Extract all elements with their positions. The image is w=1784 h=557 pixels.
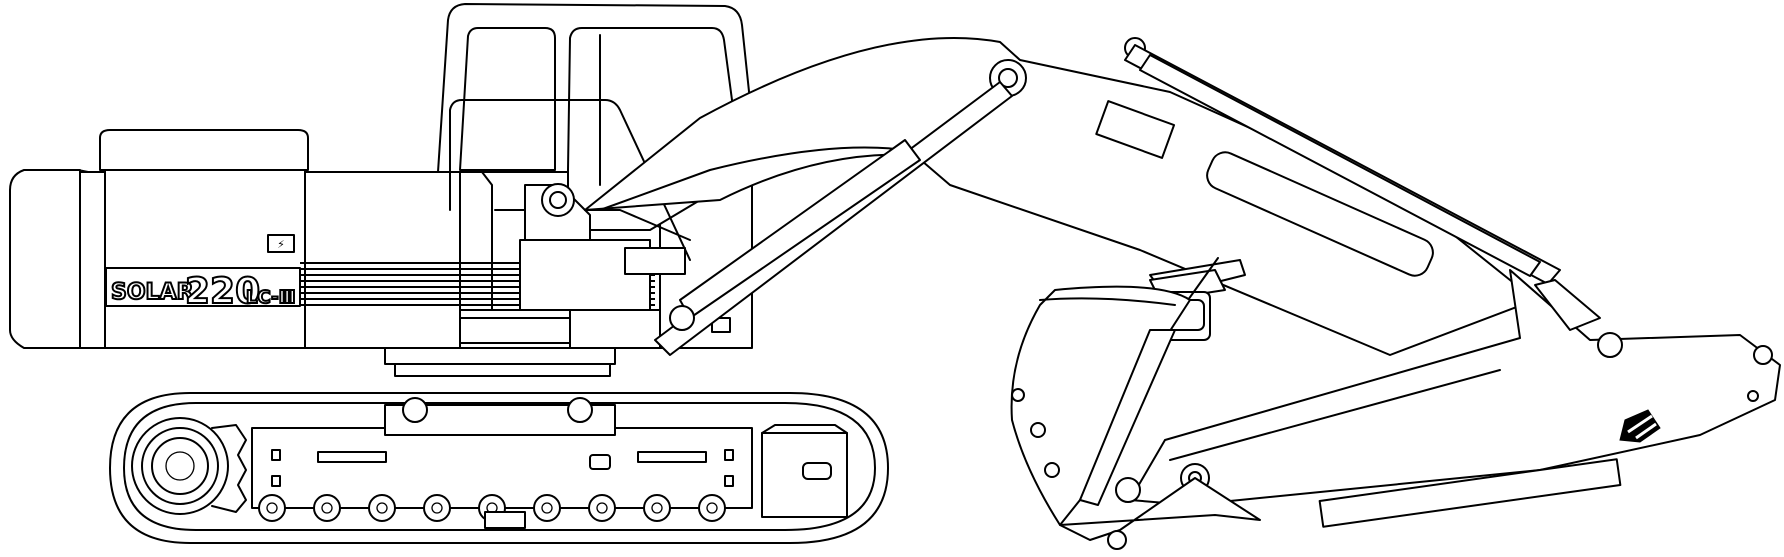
- arm-cylinder-rod: [1139, 54, 1541, 277]
- frame-hole: [724, 449, 734, 461]
- frame-hole: [271, 449, 281, 461]
- arm: [1129, 269, 1781, 528]
- side-body: [304, 171, 461, 349]
- boom-slot: [1206, 151, 1434, 277]
- bucket-rivet: [1030, 422, 1046, 438]
- cab-handrail: [449, 99, 691, 261]
- bucket: [1010, 285, 1261, 550]
- boom-cylinder: [654, 81, 1013, 356]
- idler-top: [761, 424, 848, 434]
- sprocket-wheel: [131, 417, 229, 515]
- guard-slot: [802, 462, 832, 480]
- body-stripes: [300, 262, 655, 306]
- bucket-link: [1079, 329, 1176, 506]
- boom-lower-line: [599, 146, 906, 211]
- model-decal-panel: [105, 267, 301, 307]
- side-door: [459, 171, 493, 311]
- cab-step: [624, 247, 686, 275]
- boom-panel: [1095, 100, 1176, 159]
- bucket-rim: [1039, 297, 1176, 306]
- boom-pin-center: [549, 191, 567, 209]
- track-guide: [484, 511, 526, 529]
- frame-hole: [271, 475, 281, 487]
- arm-tip-pin: [1753, 345, 1773, 365]
- arm-pin: [1597, 332, 1623, 358]
- fuel-badge: [267, 234, 295, 253]
- decal-model-number: 220: [185, 271, 260, 312]
- frame-plate-left: [317, 451, 387, 463]
- carrier-roller: [567, 397, 593, 423]
- swing-bearing: [384, 347, 616, 365]
- engine-hood-top: [99, 129, 309, 171]
- boom-cylinder-base-pin: [669, 305, 695, 331]
- engine-cover: [104, 169, 306, 349]
- swing-ring: [394, 363, 611, 377]
- bucket-pin: [1115, 477, 1141, 503]
- arm-cylinder: [1124, 44, 1561, 285]
- arm-line: [1169, 369, 1501, 461]
- track-assembly: [109, 392, 889, 544]
- arm-grease-point: [1747, 390, 1759, 402]
- bucket-rivet: [1011, 388, 1025, 402]
- decal-suffix: LC-Ⅲ: [246, 287, 296, 308]
- frame-cap: [589, 454, 611, 470]
- frame-hole: [724, 475, 734, 487]
- sprocket-teeth: [211, 424, 247, 513]
- bucket-rivet: [1044, 462, 1060, 478]
- tool-compartment: [569, 309, 661, 349]
- boom: [584, 37, 1536, 356]
- bucket-tip-pin: [1107, 530, 1127, 550]
- boom-cylinder-pin-center: [998, 68, 1018, 88]
- bucket-tooth-link: [1059, 477, 1261, 541]
- decal-series: SOLAR: [111, 280, 194, 305]
- cab-light: [711, 317, 731, 333]
- fuel-icon: ⚡: [277, 238, 285, 251]
- arm-lower-plate: [1318, 458, 1622, 528]
- track-rollers: [258, 494, 726, 522]
- frame-plate-right: [637, 451, 707, 463]
- track-frame: [251, 427, 753, 509]
- toolbox-panel: [459, 317, 571, 344]
- bucket-cylinder-tip: [1187, 257, 1219, 301]
- carrier-roller: [402, 397, 428, 423]
- arm-link-plate: [1534, 279, 1601, 331]
